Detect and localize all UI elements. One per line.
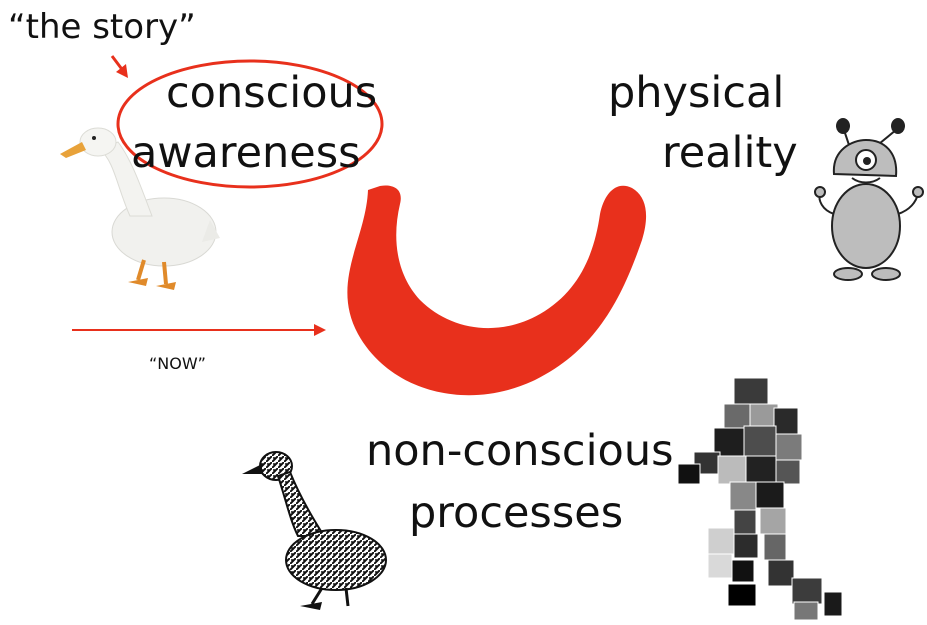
story-label: “the story” — [8, 7, 196, 47]
nonconscious-label-line2: processes — [409, 488, 624, 538]
conscious-label-line2: awareness — [131, 128, 361, 178]
physical-label-line2: reality — [662, 128, 798, 178]
sketch-duck-icon — [242, 451, 387, 610]
now-label: “NOW” — [149, 354, 206, 373]
physical-label-line1: physical — [608, 68, 785, 118]
pixelated-figure-icon — [677, 378, 843, 621]
nonconscious-label-line1: non-conscious — [366, 426, 674, 476]
conscious-label-line1: conscious — [166, 68, 378, 118]
alien-icon — [814, 118, 924, 281]
white-duck-icon — [60, 127, 220, 290]
